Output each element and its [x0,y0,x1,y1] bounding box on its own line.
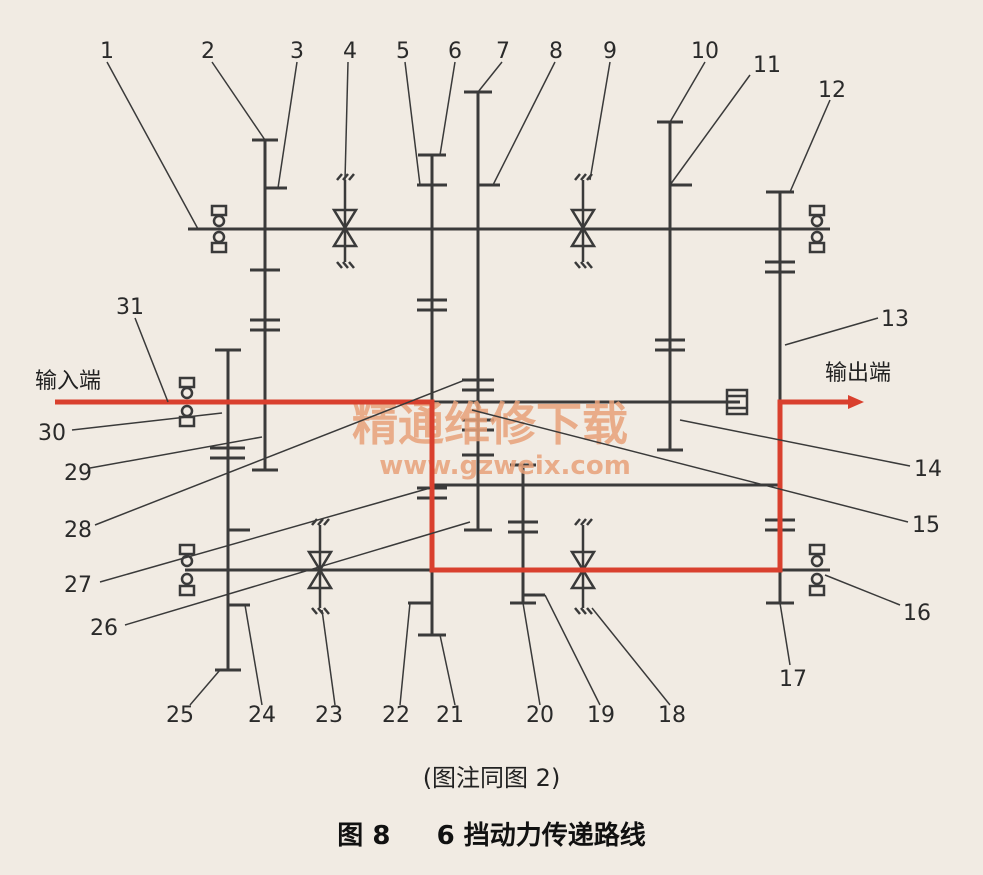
bearing-input [178,376,196,428]
label-16: 16 [903,601,931,626]
label-6: 6 [448,39,462,64]
label-10: 10 [691,39,719,64]
label-28: 28 [64,518,92,543]
label-17: 17 [779,667,807,692]
label-8: 8 [549,39,563,64]
synchronizer-9 [569,173,597,269]
bearing-input-right [725,388,749,416]
label-9: 9 [603,39,617,64]
label-24: 24 [248,703,276,728]
part-numbers: 1 2 3 4 5 6 7 8 9 10 11 12 13 14 15 16 1… [38,39,942,728]
watermark: 精通维修下载 www.gzweix.com [352,397,631,481]
watermark-chinese: 精通维修下载 [352,397,628,451]
bearings [178,204,826,597]
label-7: 7 [496,39,510,64]
label-31: 31 [116,295,144,320]
power-flow-line [55,399,850,573]
label-14: 14 [914,457,942,482]
watermark-url: www.gzweix.com [379,451,631,481]
bearing-lower-left [178,543,196,597]
input-end-label: 输入端 [35,369,101,394]
bearing-upper-left [210,204,228,254]
output-arrow-head [848,395,864,409]
label-21: 21 [436,703,464,728]
label-13: 13 [881,307,909,332]
bearing-upper-right [808,204,826,254]
gear-28 [210,348,250,672]
label-2: 2 [201,39,215,64]
label-11: 11 [753,53,781,78]
figure-number: 图 8 [337,821,391,851]
gear-2 [250,138,287,472]
gear-12 [765,190,795,274]
label-3: 3 [290,39,304,64]
label-22: 22 [382,703,410,728]
label-29: 29 [64,461,92,486]
synchronizers [306,173,597,615]
synchronizer-4 [331,173,359,269]
power-flow-path [55,395,864,573]
label-19: 19 [587,703,615,728]
bearing-lower-right [808,543,826,597]
leader-lines [71,61,911,706]
label-18: 18 [658,703,686,728]
figure-note: (图注同图 2) [422,764,561,792]
gears [210,90,795,672]
figure-caption: 图 8 6 挡动力传递路线 [0,815,983,852]
label-23: 23 [315,703,343,728]
label-30: 30 [38,421,66,446]
label-27: 27 [64,573,92,598]
synchronizer-18 [569,518,597,615]
figure-title: 6 挡动力传递路线 [436,821,646,851]
label-20: 20 [526,703,554,728]
label-1: 1 [100,39,114,64]
label-15: 15 [912,513,940,538]
label-25: 25 [166,703,194,728]
label-5: 5 [396,39,410,64]
label-4: 4 [343,39,357,64]
output-end-label: 输出端 [825,361,891,386]
label-12: 12 [818,78,846,103]
label-26: 26 [90,616,118,641]
